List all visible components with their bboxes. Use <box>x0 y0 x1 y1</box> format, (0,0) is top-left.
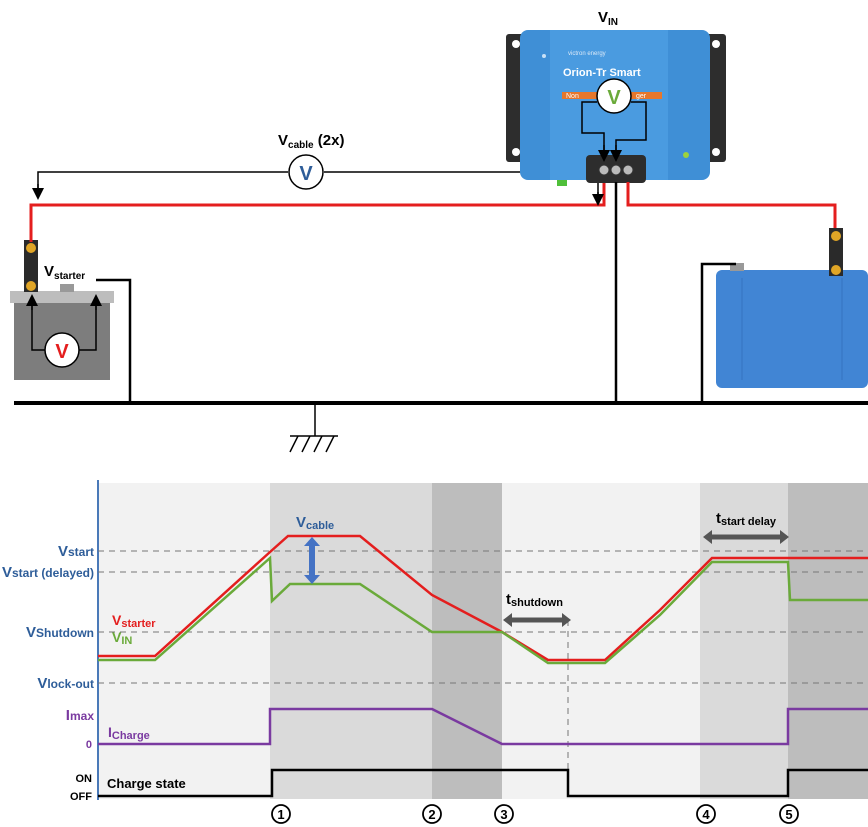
ground-symbol-icon <box>289 403 338 453</box>
starter-fuse <box>24 240 38 292</box>
orion-charger: victron energy Orion-Tr Smart Non ger <box>506 30 726 186</box>
vcable-label: Vcable (2x) <box>278 132 344 151</box>
charge-state-line <box>98 768 868 798</box>
y-label-on: ON <box>76 773 93 785</box>
event-markers: 1 2 3 4 5 <box>271 804 799 824</box>
vin-meter-symbol: V <box>607 87 621 109</box>
y-label-vlockout: Vlock-out <box>37 675 94 692</box>
series-label-vstarter: Vstarter <box>112 612 156 630</box>
starter-positive-wire <box>29 182 606 242</box>
charger-brand: victron energy <box>568 51 606 57</box>
icharge-line <box>98 707 868 746</box>
timing-chart: Vstart Vstart (delayed) VShutdown Vlock-… <box>2 480 868 824</box>
annotation-tshutdown: tshutdown <box>506 591 563 609</box>
event-marker-4: 4 <box>702 807 710 822</box>
service-battery <box>716 263 868 388</box>
vin-line <box>98 555 868 665</box>
vin-label: VIN <box>598 9 618 28</box>
y-label-vstart: Vstart <box>58 543 94 560</box>
charger-partial-left: Non <box>566 93 579 100</box>
cable-meter-symbol: V <box>299 163 313 185</box>
cable-voltmeter-icon: V <box>288 154 324 190</box>
service-positive-wire <box>626 182 837 228</box>
tshutdown-double-arrow-icon <box>503 613 571 627</box>
vstarter-line <box>98 534 868 662</box>
vin-voltmeter-icon: V <box>596 78 632 114</box>
y-label-vshutdown: VShutdown <box>26 624 94 641</box>
charger-name: Orion-Tr Smart <box>563 67 641 79</box>
event-marker-3: 3 <box>500 807 507 822</box>
y-label-off: OFF <box>70 791 92 803</box>
event-marker-2: 2 <box>428 807 435 822</box>
service-fuse <box>829 228 843 276</box>
starter-meter-symbol: V <box>55 341 69 363</box>
tstart-delay-double-arrow-icon <box>703 530 789 544</box>
series-label-icharge: ICharge <box>108 724 150 742</box>
vstarter-label: Vstarter <box>44 263 85 282</box>
y-label-zero: 0 <box>86 739 92 751</box>
vcable-double-arrow-icon <box>304 537 320 584</box>
charger-partial-right: ger <box>636 93 647 100</box>
y-label-imax: Imax <box>66 707 95 724</box>
circuit-diagram: V Vstarter V Vcable (2x) victron ener <box>10 9 868 453</box>
annotation-vcable: Vcable <box>296 514 334 532</box>
event-marker-5: 5 <box>785 807 792 822</box>
event-marker-1: 1 <box>277 807 284 822</box>
starter-voltmeter-icon: V <box>44 332 80 368</box>
annotation-tstart-delay: tstart delay <box>716 510 777 528</box>
y-label-vstart-delayed: Vstart (delayed) <box>2 564 94 581</box>
series-label-charge-state: Charge state <box>107 776 186 791</box>
series-label-vin: VIN <box>112 629 132 647</box>
